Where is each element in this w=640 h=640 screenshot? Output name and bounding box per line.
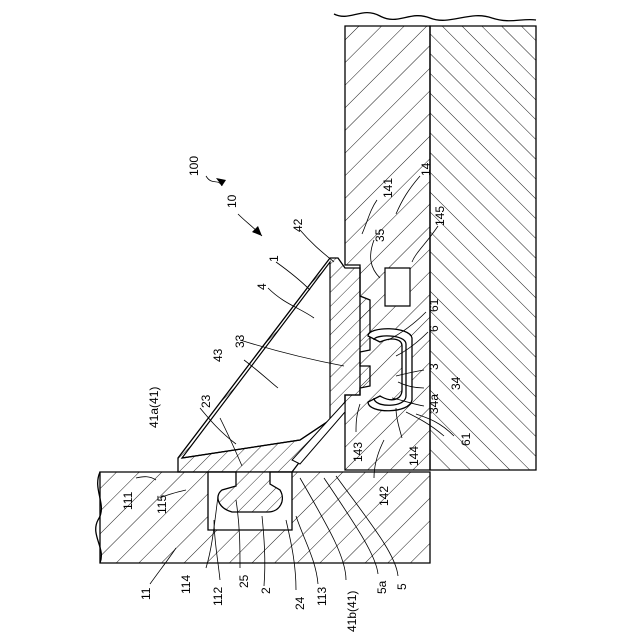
label-43: 43 <box>211 348 225 362</box>
label-25: 25 <box>237 574 251 588</box>
label-11: 11 <box>139 587 153 600</box>
label-61-top: 61 <box>427 298 441 312</box>
label-24: 24 <box>293 596 307 610</box>
label-41b: 41b(41) <box>345 591 359 632</box>
label-34: 34 <box>449 376 463 390</box>
label-3: 3 <box>427 363 441 370</box>
label-100: 100 <box>187 156 201 176</box>
label-2: 2 <box>259 587 273 594</box>
label-112: 112 <box>211 587 225 606</box>
label-41a: 41a(41) <box>147 387 161 428</box>
label-143: 143 <box>351 442 365 462</box>
label-111: 111 <box>121 491 135 510</box>
label-5: 5 <box>395 583 409 590</box>
label-145: 145 <box>433 206 447 226</box>
label-1: 1 <box>267 255 281 262</box>
label-4: 4 <box>255 283 269 290</box>
label-33: 33 <box>233 334 247 348</box>
label-34a: 34a <box>427 394 441 414</box>
label-14: 14 <box>419 162 433 176</box>
face-4 <box>182 262 330 458</box>
label-6: 6 <box>427 325 441 332</box>
label-115: 115 <box>155 495 169 514</box>
label-144: 144 <box>407 446 421 466</box>
break-line-top <box>334 13 536 21</box>
label-113: 113 <box>315 587 329 606</box>
label-61-bottom: 61 <box>459 432 473 446</box>
recess-35 <box>385 268 410 306</box>
label-23: 23 <box>199 394 213 408</box>
wall-member-14 <box>430 26 536 470</box>
label-42: 42 <box>291 218 305 232</box>
label-10: 10 <box>225 194 239 208</box>
label-35: 35 <box>373 228 387 242</box>
label-114: 114 <box>179 575 193 594</box>
label-141: 141 <box>381 178 395 198</box>
label-5a: 5a <box>375 580 389 594</box>
label-142: 142 <box>377 486 391 506</box>
